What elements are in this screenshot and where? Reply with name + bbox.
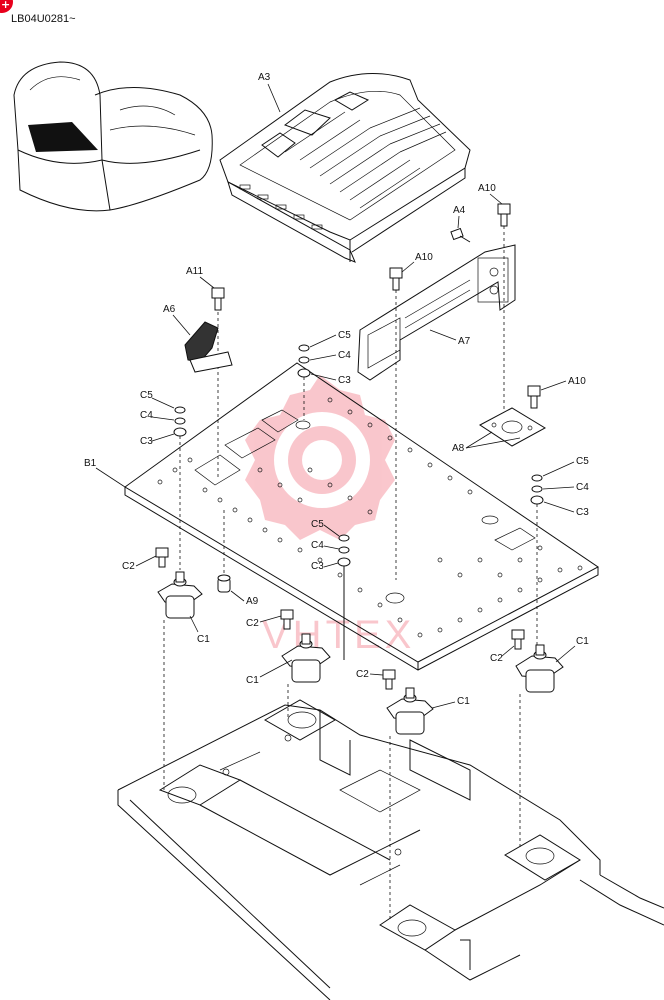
- callout-c5-right: C5: [576, 456, 589, 467]
- b1-floor-plate: [124, 362, 599, 671]
- callout-c1-center: C1: [457, 696, 470, 707]
- serial-number-label: LB04U0281~: [11, 13, 76, 25]
- callout-c2-right: C2: [490, 653, 503, 664]
- callout-c5-center: C5: [311, 519, 324, 530]
- callout-a10-mid: A10: [415, 252, 433, 263]
- watermark-logo: VHTEX: [245, 375, 411, 657]
- a4-bolt: [450, 227, 471, 243]
- c2-bolt-left: [155, 547, 169, 568]
- badge-text: +: [1, 0, 11, 11]
- c2-bolt-mid: [280, 609, 294, 630]
- callout-c3-center: C3: [311, 561, 324, 572]
- callout-a7: A7: [458, 336, 471, 347]
- c1-mount-right: [515, 644, 564, 693]
- callout-c4-top: C4: [338, 350, 351, 361]
- c2-bolt-right: [511, 629, 525, 650]
- a3-tray-assembly: [219, 73, 471, 263]
- callout-a11: A11: [186, 266, 203, 277]
- c1-mount-center: [386, 687, 434, 735]
- a10-bolt-top: [497, 203, 511, 227]
- callout-c3-top: C3: [338, 375, 351, 386]
- washer-stack-top: [297, 344, 311, 378]
- callout-a3: A3: [258, 72, 271, 83]
- washer-stack-right: [530, 474, 544, 505]
- callout-c1-right: C1: [576, 636, 589, 647]
- machine-frame: [117, 699, 664, 1000]
- callout-b1: B1: [84, 458, 97, 469]
- c2-bolt-center: [382, 669, 396, 690]
- callout-a10-right: A10: [568, 376, 586, 387]
- callout-c3-right: C3: [576, 507, 589, 518]
- callout-a10-top: A10: [478, 183, 496, 194]
- a10-bolt-right: [527, 385, 541, 409]
- callout-c2-left: C2: [122, 561, 135, 572]
- callout-a6: A6: [163, 304, 176, 315]
- a11-bolt: [211, 287, 225, 311]
- callout-c4-center: C4: [311, 540, 324, 551]
- callout-c5-top: C5: [338, 330, 351, 341]
- a7-bracket: [357, 244, 516, 381]
- plate-holes: [157, 397, 583, 638]
- seat-thumbnail: [13, 61, 213, 212]
- callout-c2-center: C2: [356, 669, 369, 680]
- callout-c4-left: C4: [140, 410, 153, 421]
- callout-a9: A9: [246, 596, 259, 607]
- callout-c5-left: C5: [140, 390, 153, 401]
- c1-mount-mid: [281, 633, 331, 683]
- callout-c1-mid: C1: [246, 675, 259, 686]
- a9-spacer: [217, 574, 231, 593]
- a8-plate: [479, 407, 547, 447]
- callout-c2-mid: C2: [246, 618, 259, 629]
- c1-mount-left: [157, 571, 203, 619]
- callout-c1-left: C1: [197, 634, 210, 645]
- callout-a4: A4: [453, 205, 466, 216]
- callout-a8: A8: [452, 443, 465, 454]
- washer-stack-center: [337, 534, 351, 567]
- corner-badge: +: [0, 0, 13, 13]
- callout-c4-right: C4: [576, 482, 589, 493]
- washer-stack-left: [173, 406, 187, 437]
- a10-bolt-mid: [389, 267, 403, 291]
- callout-c3-left: C3: [140, 436, 153, 447]
- a6-lever: [184, 321, 233, 373]
